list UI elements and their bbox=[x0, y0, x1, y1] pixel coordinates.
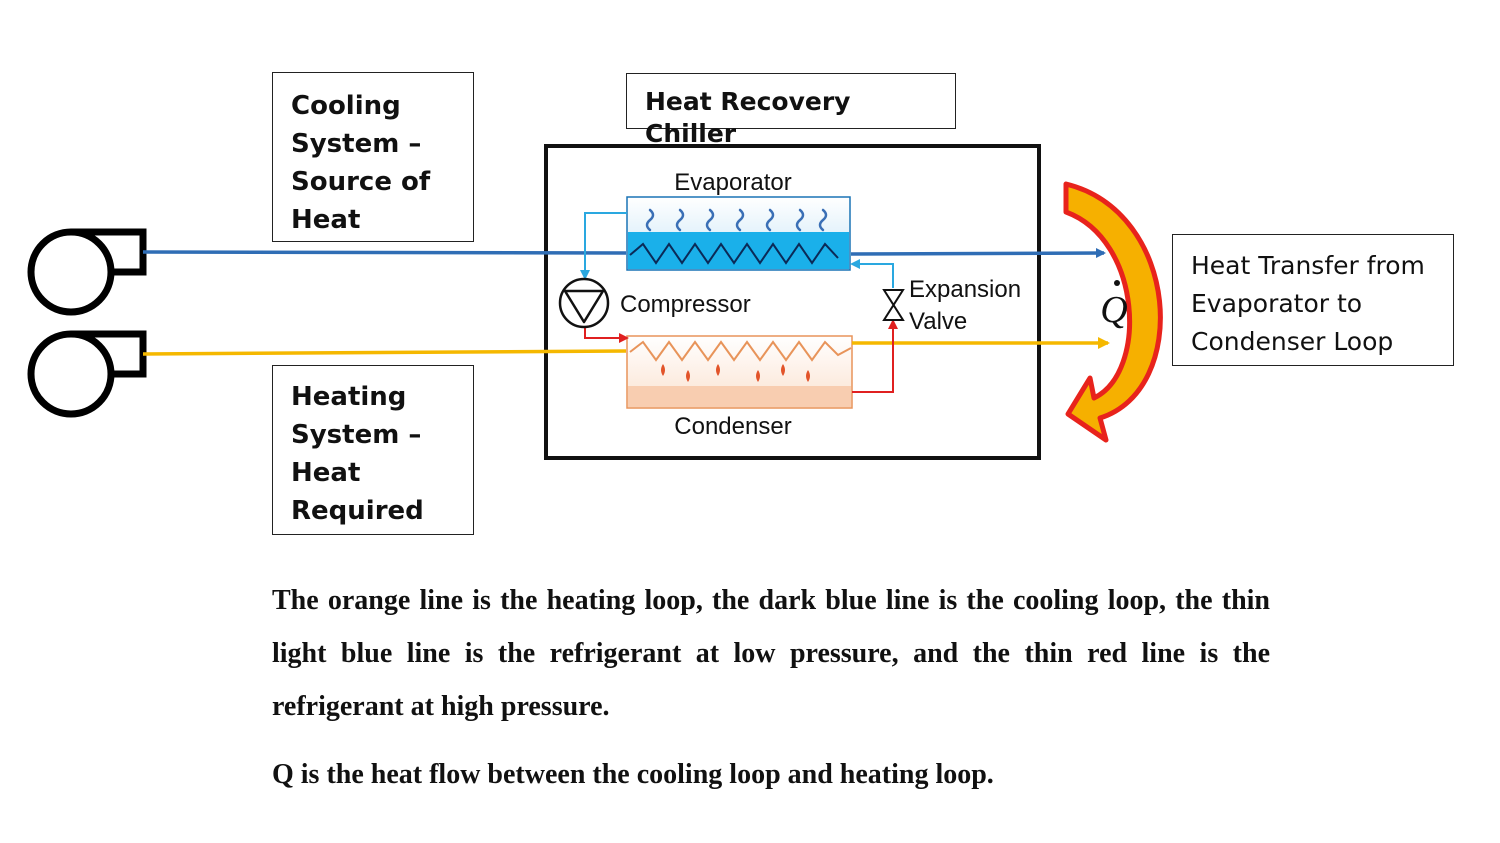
evaporation-wave-icons bbox=[645, 208, 828, 232]
heating-pump-icon bbox=[27, 330, 147, 418]
cooling-pump-icon bbox=[27, 228, 147, 316]
condenser bbox=[626, 335, 853, 409]
q-dot-overdot bbox=[1114, 280, 1120, 286]
caption-legend-text: The orange line is the heating loop, the… bbox=[272, 585, 1270, 722]
chiller-enclosure bbox=[544, 144, 1041, 460]
transfer-box-line: Heat Transfer from bbox=[1191, 251, 1425, 280]
diagram-caption: The orange line is the heating loop, the… bbox=[272, 574, 1270, 795]
condenser-label: Condenser bbox=[674, 413, 791, 440]
heating-loop-line-in bbox=[142, 349, 627, 356]
cooling-box-line: Heat bbox=[291, 205, 361, 235]
compressor-label: Compressor bbox=[620, 291, 751, 318]
transfer-box-line: Evaporator to bbox=[1191, 289, 1363, 318]
expansion-valve-label-2: Valve bbox=[909, 308, 967, 335]
refrigerant-high-condenser-to-valve bbox=[852, 319, 898, 393]
heating-box-line: System – bbox=[291, 420, 422, 450]
q-dot-symbol: Q bbox=[1100, 289, 1127, 331]
heating-box-line: Required bbox=[291, 496, 424, 526]
cooling-box-line: Cooling bbox=[291, 91, 401, 121]
compressor-icon bbox=[558, 277, 610, 329]
cooling-loop-line-in bbox=[142, 250, 627, 255]
chiller-title: Heat Recovery Chiller bbox=[645, 87, 851, 148]
flame-icons bbox=[661, 364, 810, 382]
transfer-box-line: Condenser Loop bbox=[1191, 327, 1394, 356]
evaporator bbox=[626, 196, 851, 271]
heat-recovery-chiller-title-box: Heat Recovery Chiller bbox=[626, 73, 956, 148]
refrigerant-high-compressor-to-condenser bbox=[584, 327, 629, 343]
cooling-system-source-box: Cooling System – Source of Heat bbox=[272, 72, 474, 242]
heat-transfer-description-box: Heat Transfer from Evaporator to Condens… bbox=[1172, 234, 1454, 366]
heat-flow-curved-arrow-icon bbox=[1063, 181, 1163, 443]
heat-recovery-chiller-diagram: Evaporator Condenser Compressor Expansio… bbox=[27, 144, 1163, 460]
cooling-box-line: System – bbox=[291, 129, 422, 159]
caption-q-text: Q is the heat flow between the cooling l… bbox=[272, 759, 994, 790]
expansion-valve-icon bbox=[882, 289, 905, 321]
heating-system-required-box: Heating System – Heat Required bbox=[272, 365, 474, 535]
heating-box-line: Heating bbox=[291, 382, 407, 412]
expansion-valve-label-1: Expansion bbox=[909, 276, 1021, 303]
heating-box-line: Heat bbox=[291, 458, 361, 488]
refrigerant-low-evap-to-compressor bbox=[580, 212, 627, 280]
refrigerant-low-valve-to-evap bbox=[850, 259, 894, 288]
cooling-loop-line-out bbox=[850, 248, 1106, 259]
evaporator-label: Evaporator bbox=[674, 169, 791, 196]
cooling-box-line: Source of bbox=[291, 167, 431, 197]
